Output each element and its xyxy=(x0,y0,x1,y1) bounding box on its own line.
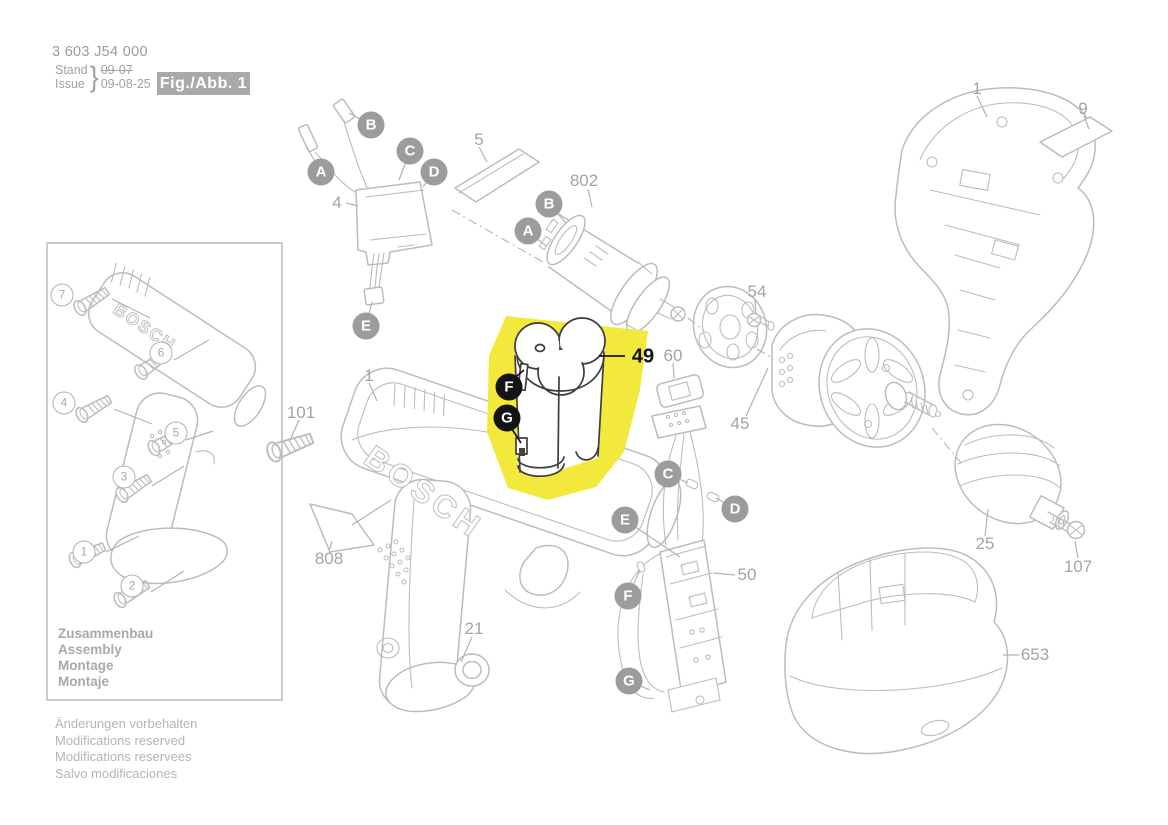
callout-C-wire: C xyxy=(654,460,682,488)
pcb-50 xyxy=(659,539,727,713)
part-label-45: 45 xyxy=(730,414,750,433)
part-label-802: 802 xyxy=(569,171,599,190)
gearbox-45 xyxy=(771,313,942,448)
part-label-9: 9 xyxy=(1078,99,1088,118)
bottom-shell-653 xyxy=(784,547,1009,755)
screw-101 xyxy=(263,427,316,465)
sticker-808 xyxy=(309,503,375,553)
superseded-date: 09-07 xyxy=(100,63,133,77)
callout-A-motor: A xyxy=(514,217,542,245)
callout-F-battery: F xyxy=(495,373,523,401)
screw-callout-5: 5 xyxy=(164,421,188,445)
callout-G-battery: G xyxy=(493,404,521,432)
part-label-50: 50 xyxy=(737,565,757,584)
caption-es: Montaje xyxy=(58,674,110,689)
part-label-808: 808 xyxy=(314,549,344,568)
caption-de: Zusammenbau xyxy=(58,626,154,641)
stand-label: Stand xyxy=(55,63,88,77)
issue-date-block: Stand Issue } 09-07 09-08-25 xyxy=(55,61,151,93)
screw-callout-7: 7 xyxy=(50,283,74,307)
caption-en: Assembly xyxy=(58,642,122,657)
notice-fr: Modifications reservees xyxy=(55,749,192,764)
figure-label: Fig./Abb. 1 xyxy=(157,72,250,95)
part-label-1-right: 1 xyxy=(972,79,982,98)
wires xyxy=(617,431,720,699)
callout-E-pcb: E xyxy=(611,506,639,534)
notice-de: Änderungen vorbehalten xyxy=(55,716,198,731)
part-label-107: 107 xyxy=(1063,557,1093,576)
callout-F-pcb: F xyxy=(614,582,642,610)
screw-callout-3: 3 xyxy=(112,465,136,489)
notice-es: Salvo modificaciones xyxy=(55,765,178,781)
part-label-653: 653 xyxy=(1020,645,1050,664)
callout-A-switch: A xyxy=(307,158,335,186)
sticker-9 xyxy=(1039,116,1113,158)
callout-E-switch: E xyxy=(352,312,380,340)
screw-54 xyxy=(746,312,775,332)
notice-en: Modifications reserved xyxy=(55,732,186,748)
part-label-60: 60 xyxy=(663,346,683,365)
battery-pack-49 xyxy=(514,317,606,478)
housing-right-half xyxy=(894,87,1096,416)
chuck-25 xyxy=(954,423,1070,530)
grommet-21 xyxy=(454,653,490,687)
part-label-49-highlighted: 49 xyxy=(631,345,655,368)
screw-callout-4: 4 xyxy=(52,391,76,415)
callout-C-switch: C xyxy=(396,137,424,165)
part-label-21: 21 xyxy=(464,619,484,638)
motor-802 xyxy=(538,212,686,334)
brace-glyph: } xyxy=(89,61,99,93)
part-label-25: 25 xyxy=(975,534,995,553)
screw-callout-1: 1 xyxy=(72,540,96,564)
issue-date: 09-08-25 xyxy=(100,76,151,91)
handle-vent-dots xyxy=(377,539,411,585)
document-part-number: 3 603 J54 000 xyxy=(52,44,148,60)
button-60 xyxy=(656,374,704,408)
screw-107 xyxy=(1047,511,1086,540)
modifications-notice: Änderungen vorbehalten Modifications res… xyxy=(55,716,197,782)
callout-D-wire: D xyxy=(721,495,749,523)
screw-callout-2: 2 xyxy=(120,574,144,598)
issue-label: Issue xyxy=(55,76,85,91)
pad-5 xyxy=(454,148,540,203)
part-label-54: 54 xyxy=(747,282,767,301)
part-label-5: 5 xyxy=(474,130,484,149)
callout-G-pcb: G xyxy=(615,667,643,695)
part-label-1-left: 1 xyxy=(364,366,374,385)
part-label-4: 4 xyxy=(332,193,342,212)
screw-callout-6: 6 xyxy=(149,341,173,365)
callout-B-motor: B xyxy=(535,190,563,218)
switch-assembly xyxy=(297,98,433,306)
contact-plate xyxy=(651,405,707,439)
part-label-101: 101 xyxy=(286,403,316,422)
callout-D-switch: D xyxy=(420,158,448,186)
callout-B-switch: B xyxy=(357,111,385,139)
caption-fr: Montage xyxy=(58,658,114,673)
assembly-captions: Zusammenbau Assembly Montage Montaje xyxy=(58,626,153,690)
